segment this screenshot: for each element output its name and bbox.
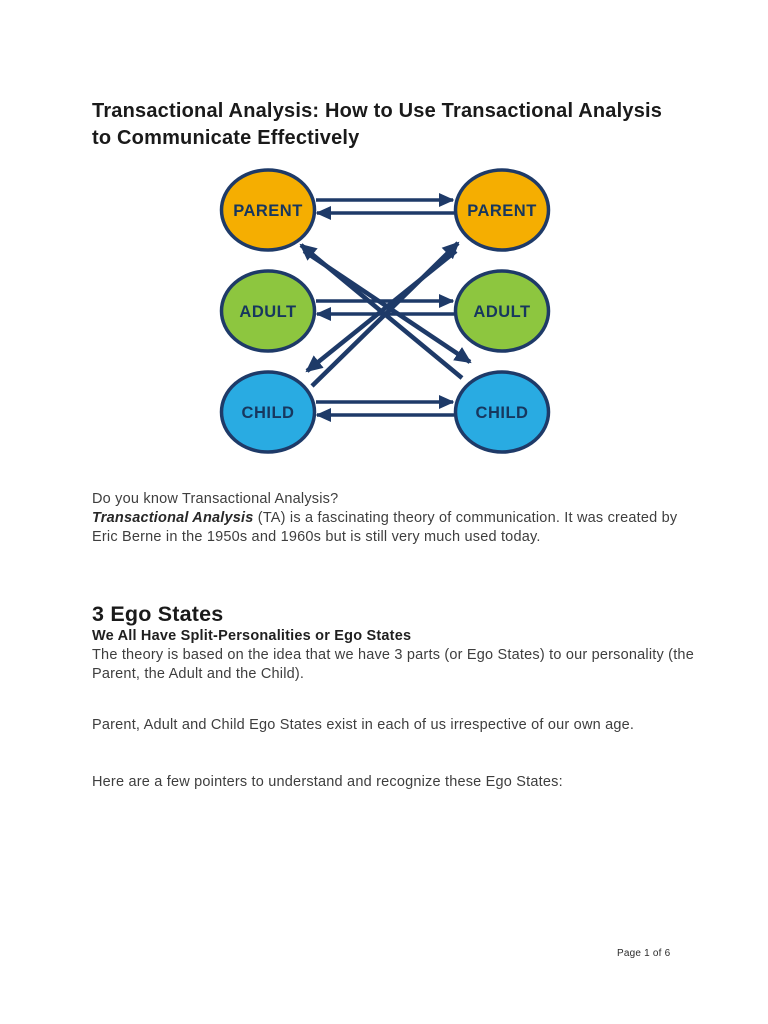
left-adult-label: ADULT (239, 303, 296, 321)
right-child-label: CHILD (476, 404, 529, 422)
ego-states-para1: The theory is based on the idea that we … (92, 647, 694, 682)
intro-paragraph: Do you know Transactional Analysis? Tran… (92, 490, 696, 547)
term-transactional-analysis: Transactional Analysis (92, 510, 254, 526)
right-child-node (453, 370, 551, 454)
right-parent-label: PARENT (467, 202, 537, 220)
left-child-label: CHILD (242, 404, 295, 422)
right-adult-node (453, 269, 551, 353)
ego-states-intro-block: We All Have Split-Personalities or Ego S… (92, 627, 696, 684)
ego-states-diagram: PARENT PARENT ADULT ADULT CHILD CHILD (219, 168, 551, 454)
ego-states-subheading: We All Have Split-Personalities or Ego S… (92, 628, 412, 644)
left-child-node (219, 370, 317, 454)
section-heading-3-ego-states: 3 Ego States (92, 601, 224, 626)
intro-definition-text: (TA) is a fascinating theory of communic… (92, 510, 678, 545)
ego-states-para2: Parent, Adult and Child Ego States exist… (92, 716, 635, 733)
left-parent-label: PARENT (233, 202, 303, 220)
ego-states-para3: Here are a few pointers to understand an… (92, 773, 563, 790)
intro-question: Do you know Transactional Analysis? (92, 491, 339, 507)
page-number: Page 1 of 6 (617, 948, 671, 959)
left-adult-node (219, 269, 317, 353)
right-adult-label: ADULT (473, 303, 530, 321)
right-parent-node (453, 168, 551, 252)
intro-definition: Transactional Analysis (TA) is a fascina… (92, 509, 696, 547)
left-parent-node (219, 168, 317, 252)
document-title: Transactional Analysis: How to Use Trans… (92, 100, 663, 150)
